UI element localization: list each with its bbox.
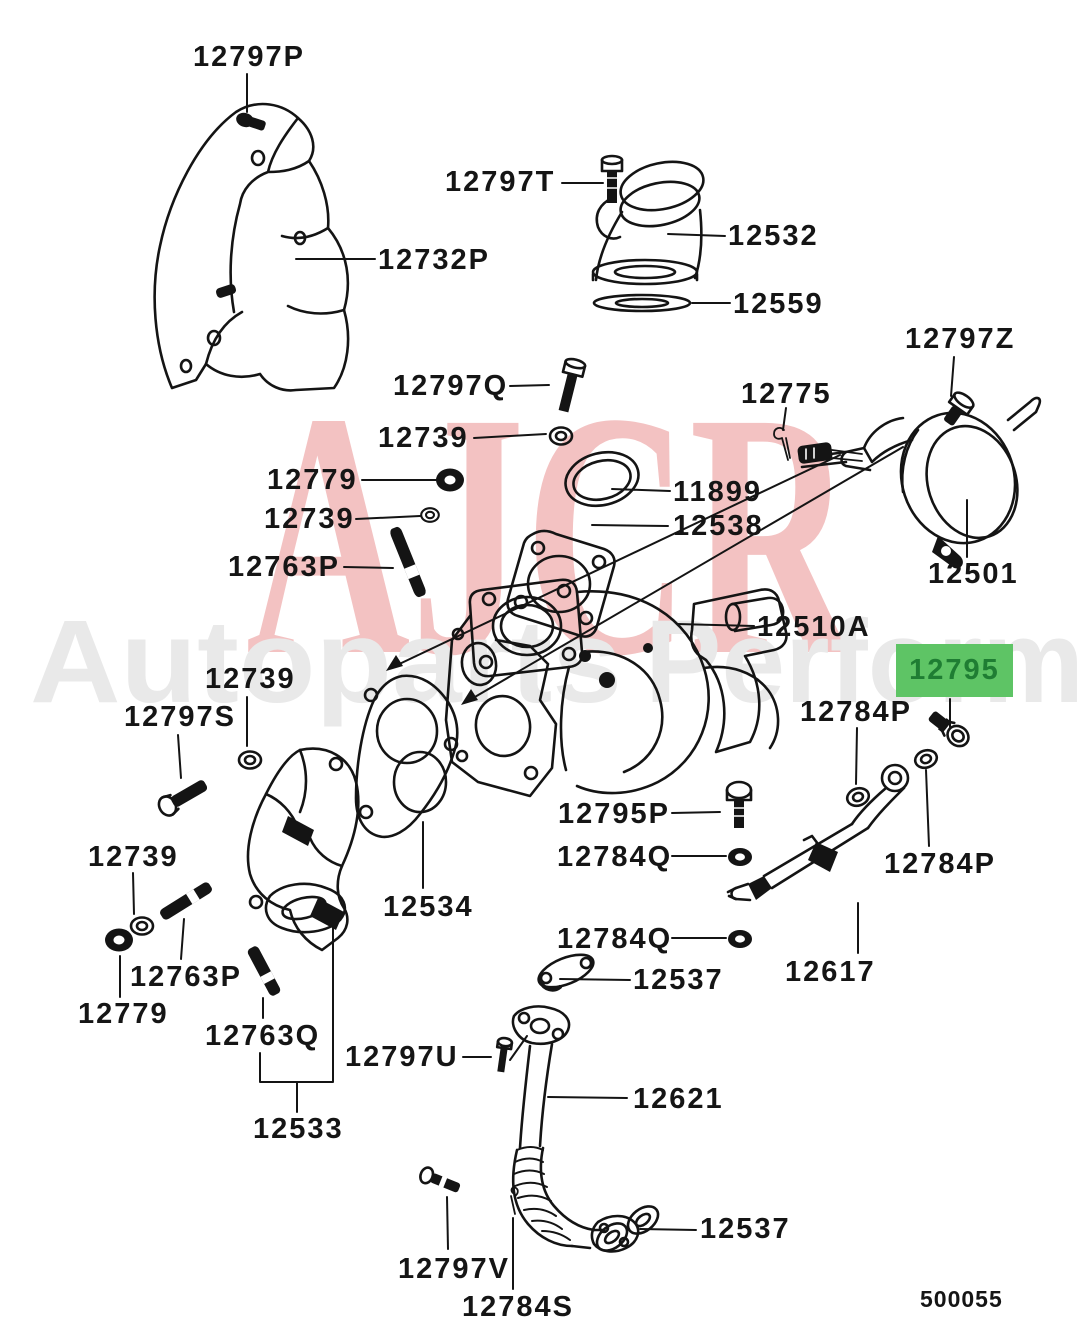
- part-bracket-12537-a: [537, 953, 595, 992]
- part-gasket-12537-b: [595, 1205, 660, 1252]
- part-exhaust-elbow: [591, 160, 705, 286]
- part-heat-shield: [153, 102, 350, 392]
- part-nut-12779-b: [103, 927, 135, 953]
- leader-lines: [119, 73, 968, 1290]
- part-oil-return-pipe: [511, 1005, 640, 1253]
- part-banjo-bolt-12795: [928, 711, 970, 748]
- part-bolt-12797T: [600, 154, 624, 203]
- part-bolt-12797Z: [944, 391, 975, 426]
- part-bolt-12797U: [495, 1036, 514, 1073]
- part-outlet-shield: [246, 747, 360, 952]
- part-turbocharger: [444, 578, 788, 798]
- part-stud-12763Q: [244, 943, 284, 999]
- part-washer-12739-c: [237, 750, 263, 770]
- part-washer-12784Q-b: [726, 928, 754, 950]
- part-wastegate-actuator: [797, 396, 1042, 569]
- part-gasket-12559: [592, 293, 692, 313]
- part-bolt-12797P: [236, 112, 266, 131]
- part-washer-12784P-b: [911, 746, 941, 772]
- part-bolt-12795P: [725, 780, 753, 828]
- part-nut-12779-a: [434, 467, 466, 493]
- part-oil-feed-pipe: [726, 763, 910, 902]
- part-washer-12739-d: [129, 916, 155, 936]
- part-bolt-12797V: [419, 1166, 461, 1193]
- watermark-tagline-right: Performance: [645, 596, 1080, 728]
- part-bolt-12797Q: [558, 357, 587, 413]
- part-bolt-12797S: [157, 780, 208, 817]
- part-pin-12784S: [510, 1186, 519, 1215]
- part-oring-11899: [564, 450, 640, 508]
- part-washer-12784Q-a: [726, 846, 754, 868]
- part-pin-12775: [773, 427, 791, 461]
- part-stud-12739-lower: [156, 879, 216, 923]
- part-gasket-12534: [354, 674, 459, 839]
